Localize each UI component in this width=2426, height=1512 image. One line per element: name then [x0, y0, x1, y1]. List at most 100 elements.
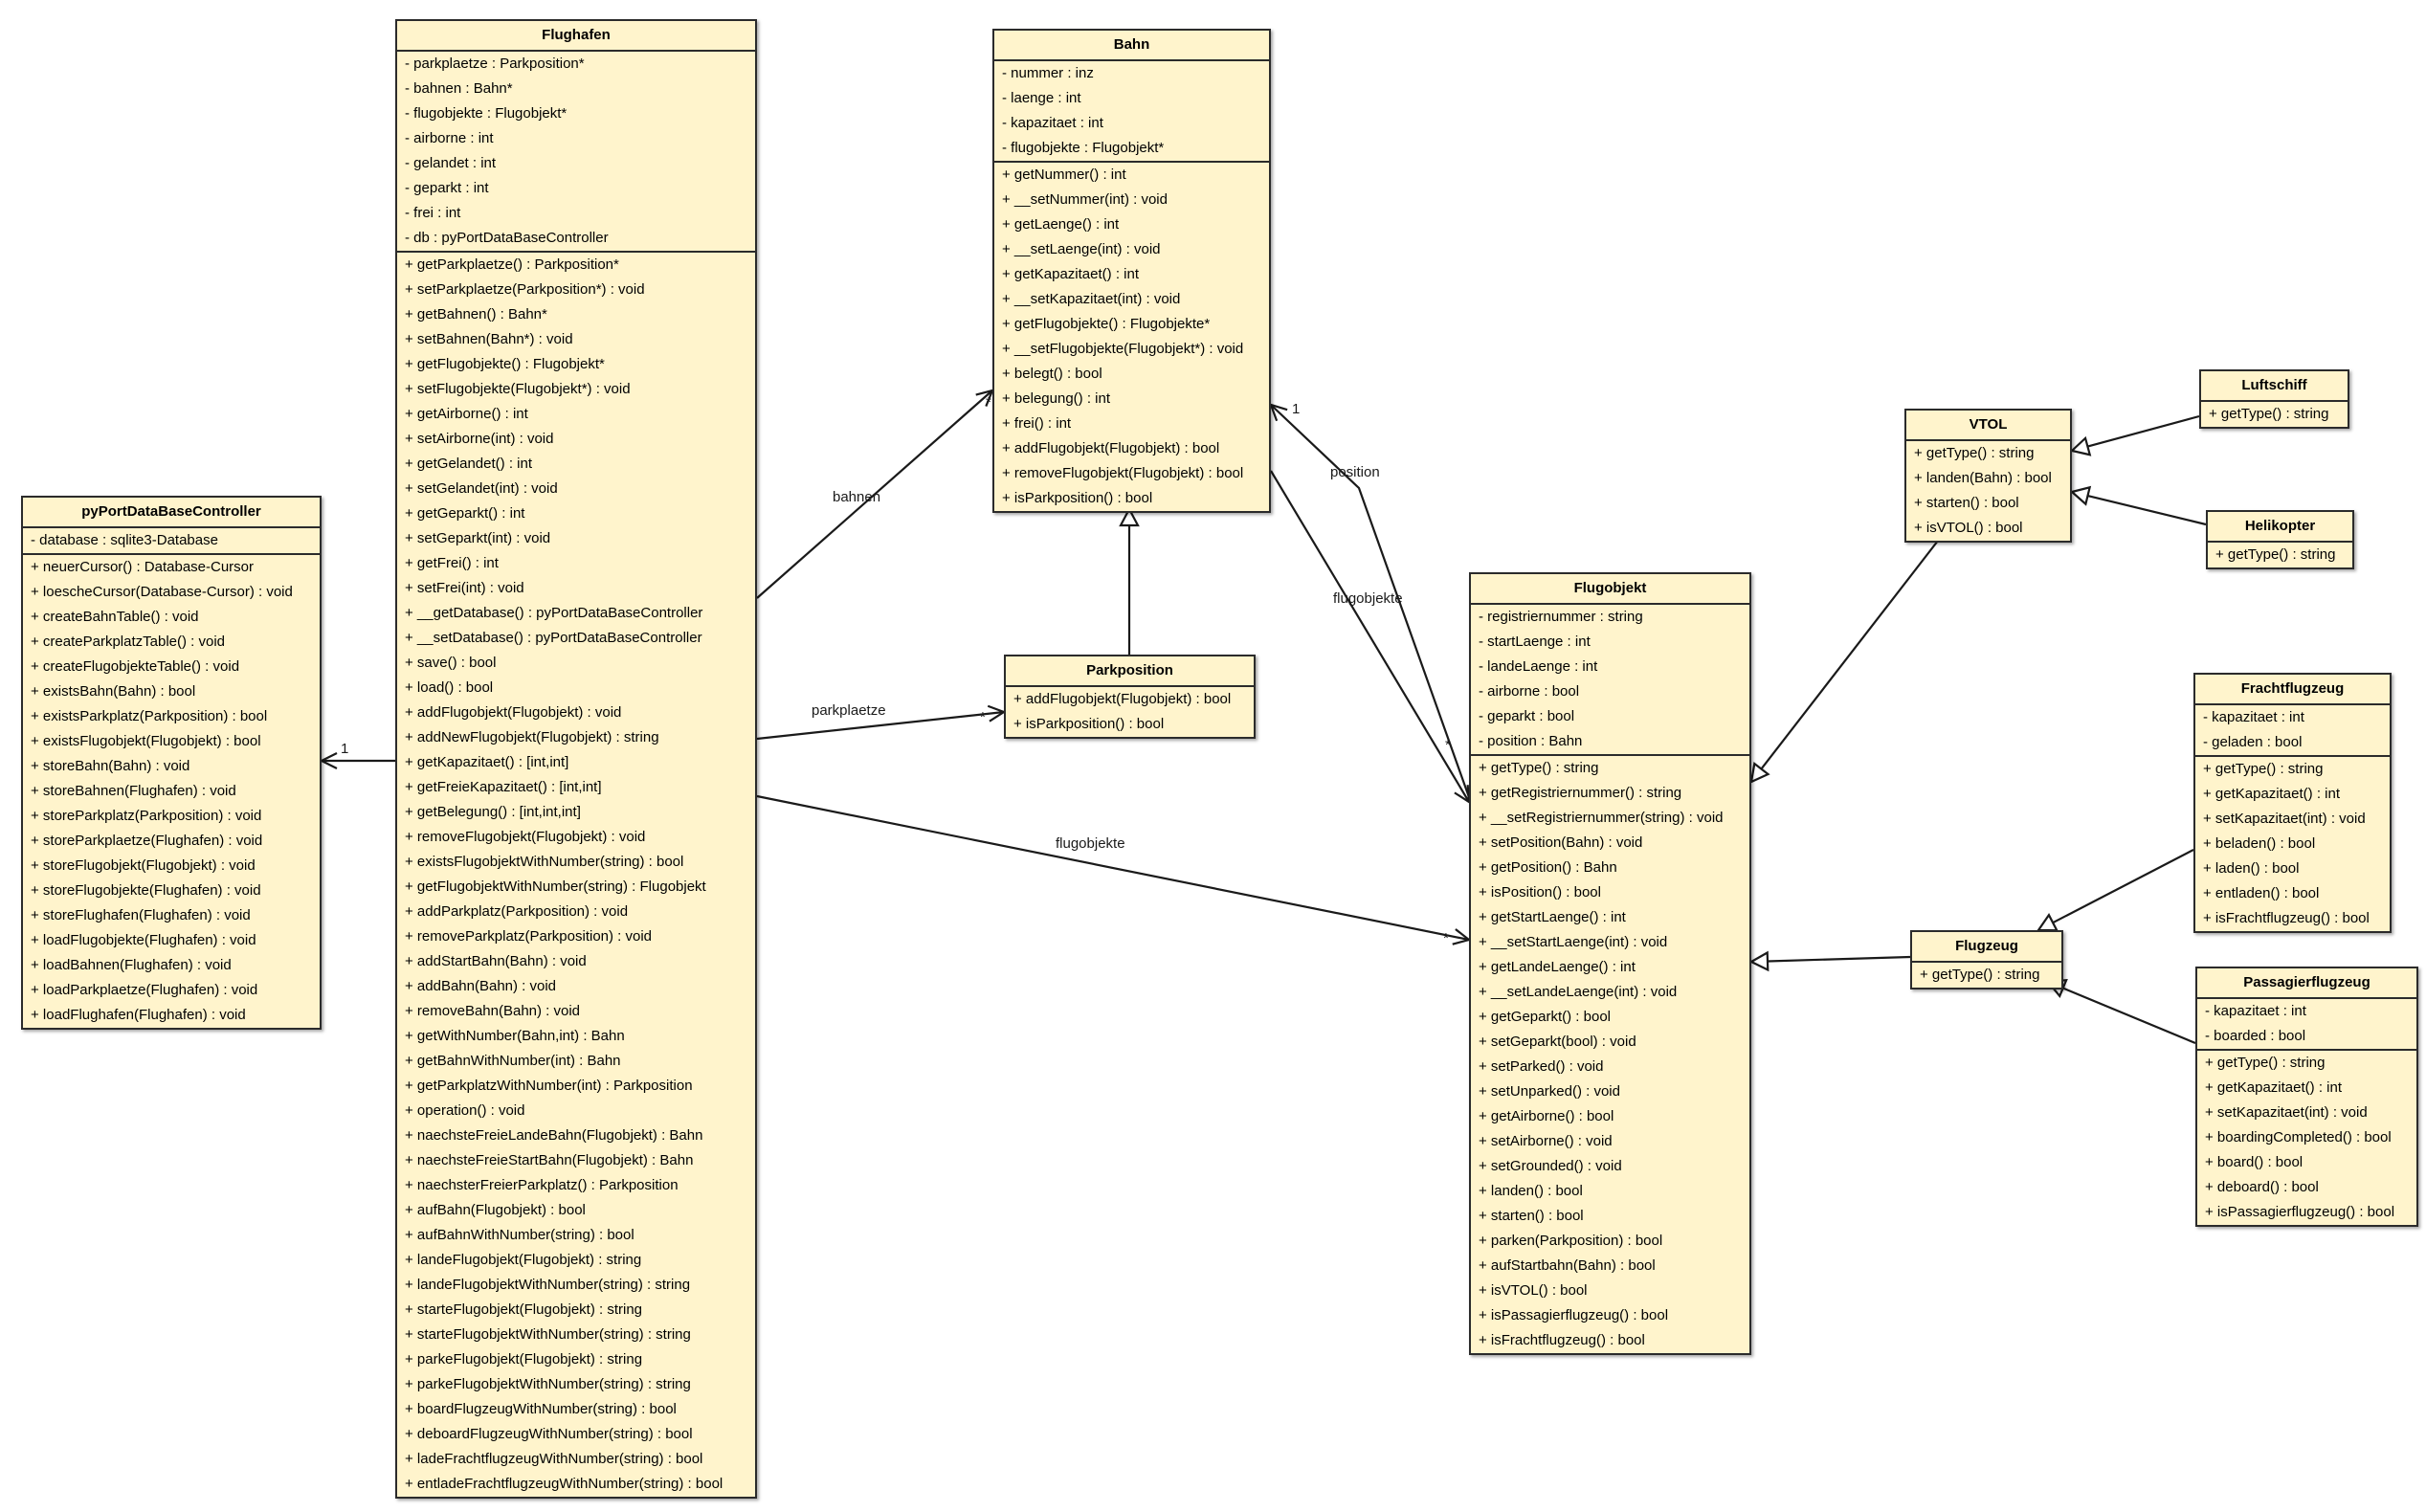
generalization-line [2087, 494, 2207, 526]
method-row: + loadParkplaetze(Flughafen) : void [31, 982, 258, 998]
method-row: + neuerCursor() : Database-Cursor [31, 559, 255, 575]
method-row: + setUnparked() : void [1479, 1083, 1620, 1100]
method-row: + getKapazitaet() : int [1002, 266, 1139, 282]
method-row: + entladeFrachtflugzeugWithNumber(string… [405, 1476, 723, 1492]
inheritance-arrowhead [2069, 485, 2092, 506]
relation-flugzeug-flugobjekt [1748, 950, 1911, 972]
method-row: + starten() : bool [1479, 1208, 1584, 1224]
method-row: + addFlugobjekt(Flugobjekt) : bool [1013, 691, 1232, 707]
methods-section: + getType() : string [2208, 543, 2352, 567]
attributes-section: - kapazitaet : int- boarded : bool [2197, 999, 2416, 1049]
method-row: + isPosition() : bool [1479, 884, 1601, 901]
inheritance-arrowhead [1749, 762, 1770, 784]
method-row: + getType() : string [2205, 1055, 2326, 1071]
attribute-row: - laenge : int [1002, 90, 1081, 106]
method-row: + load() : bool [405, 679, 494, 696]
method-row: + loescheCursor(Database-Cursor) : void [31, 584, 293, 600]
class-helikopter: Helikopter + getType() : string [2206, 510, 2354, 569]
methods-section: + neuerCursor() : Database-Cursor + loesc… [23, 553, 320, 1028]
relation-flughafen-db [319, 752, 395, 769]
method-row: + starteFlugobjekt(Flugobjekt) : string [405, 1301, 643, 1318]
method-row: + getPosition() : Bahn [1479, 859, 1617, 876]
method-row: + getLaenge() : int [1002, 216, 1120, 233]
class-name: VTOL [1906, 411, 2070, 441]
method-row: + removeFlugobjekt(Flugobjekt) : void [405, 829, 646, 845]
method-row: + setPosition(Bahn) : void [1479, 834, 1643, 851]
method-row: + operation() : void [405, 1102, 525, 1119]
method-row: + isVTOL() : bool [1914, 520, 2023, 536]
attribute-row: - db : pyPortDataBaseController [405, 230, 609, 246]
method-row: + landen(Bahn) : bool [1914, 470, 2052, 486]
method-row: + getBahnWithNumber(int) : Bahn [405, 1053, 621, 1069]
generalization-line [1760, 540, 1939, 770]
method-row: + existsFlugobjekt(Flugobjekt) : bool [31, 733, 261, 749]
relation-frachtflugzeug-flugzeug [2036, 849, 2194, 932]
method-row: + storeParkplaetze(Flughafen) : void [31, 833, 263, 849]
method-row: + storeFlughafen(Flughafen) : void [31, 907, 251, 923]
method-row: + aufStartbahn(Bahn) : bool [1479, 1257, 1656, 1274]
method-row: + getType() : string [2215, 546, 2336, 563]
method-row: + naechsteFreieStartBahn(Flugobjekt) : B… [405, 1152, 694, 1168]
method-row: + beladen() : bool [2203, 835, 2316, 852]
method-row: + setGelandet(int) : void [405, 480, 558, 497]
method-row: + addFlugobjekt(Flugobjekt) : void [405, 704, 622, 721]
class-name: Luftschiff [2201, 371, 2348, 402]
class-flugzeug: Flugzeug+ getType() : string [1910, 930, 2063, 989]
attribute-row: - landeLaenge : int [1479, 658, 1598, 675]
relation-luftschiff-vtol [2069, 414, 2200, 456]
method-row: + getNummer() : int [1002, 167, 1126, 183]
method-row: + loadFlughafen(Flughafen) : void [31, 1007, 246, 1023]
method-row: + landeFlugobjekt(Flugobjekt) : string [405, 1252, 642, 1268]
open-arrowhead [1269, 403, 1288, 422]
open-arrowhead [319, 752, 338, 769]
class-name: Parkposition [1006, 656, 1254, 687]
attribute-row: - registriernummer : string [1479, 609, 1643, 625]
class-name: pyPortDataBaseController [23, 498, 320, 528]
method-row: + parken(Parkposition) : bool [1479, 1233, 1663, 1249]
attribute-row: - bahnen : Bahn* [405, 80, 513, 97]
attributes-section: - nummer : inz- laenge : int- kapazitaet… [994, 61, 1269, 161]
method-row: + belegung() : int [1002, 390, 1110, 407]
association-line [1270, 404, 1471, 798]
methods-section: + getType() : string [1912, 963, 2061, 988]
method-row: + getGeparkt() : int [405, 505, 525, 522]
attributes-section: - parkplaetze : Parkposition*- bahnen : … [397, 52, 755, 251]
method-row: + addFlugobjekt(Flugobjekt) : bool [1002, 440, 1220, 456]
method-row: + setKapazitaet(int) : void [2205, 1104, 2368, 1121]
method-row: + __setLandeLaenge(int) : void [1479, 984, 1678, 1000]
method-row: + setKapazitaet(int) : void [2203, 811, 2366, 827]
attribute-row: - geparkt : bool [1479, 708, 1575, 724]
generalization-line [1767, 955, 1911, 963]
method-row: + belegt() : bool [1002, 366, 1102, 382]
method-row: + removeFlugobjekt(Flugobjekt) : bool [1002, 465, 1244, 481]
class-name: Flugobjekt [1471, 574, 1749, 605]
inheritance-arrowhead [1748, 950, 1769, 972]
method-row: + getKapazitaet() : int [2203, 786, 2340, 802]
method-row: + setAirborne() : void [1479, 1133, 1613, 1149]
method-row: + parkeFlugobjektWithNumber(string) : st… [405, 1376, 691, 1392]
method-row: + getBelegung() : [int,int,int] [405, 804, 581, 820]
method-row: + save() : bool [405, 655, 497, 671]
attribute-row: - flugobjekte : Flugobjekt* [405, 105, 568, 122]
relation-flugobjekt-bahn [1269, 403, 1471, 798]
methods-section: + getNummer() : int+ __setNummer(int) : … [994, 161, 1269, 511]
method-row: + setBahnen(Bahn*) : void [405, 331, 573, 347]
relation-passagierflugzeug-flugzeug [2045, 978, 2196, 1045]
method-row: + isFrachtflugzeug() : bool [2203, 910, 2370, 926]
method-row: + setFlugobjekte(Flugobjekt*) : void [405, 381, 631, 397]
method-row: + addNewFlugobjekt(Flugobjekt) : string [405, 729, 659, 745]
class-flughafen: Flughafen- parkplaetze : Parkposition*- … [395, 19, 757, 1499]
method-row: + landen() : bool [1479, 1183, 1583, 1199]
method-row: + getGeparkt() : bool [1479, 1009, 1611, 1025]
method-row: + boardFlugzeugWithNumber(string) : bool [405, 1401, 677, 1417]
method-row: + __setFlugobjekte(Flugobjekt*) : void [1002, 341, 1244, 357]
method-row: + ladeFrachtflugzeugWithNumber(string) :… [405, 1451, 703, 1467]
class-luftschiff: Luftschiff+ getType() : string [2199, 369, 2349, 429]
methods-section: + addFlugobjekt(Flugobjekt) : bool+ isPa… [1006, 687, 1254, 737]
class-parkposition: Parkposition+ addFlugobjekt(Flugobjekt) … [1004, 655, 1256, 739]
relation-flughafen-bahn [756, 389, 994, 599]
relation-parkposition-bahn [1119, 506, 1140, 655]
class-name: Helikopter [2208, 512, 2352, 543]
method-row: + removeBahn(Bahn) : void [405, 1003, 581, 1019]
